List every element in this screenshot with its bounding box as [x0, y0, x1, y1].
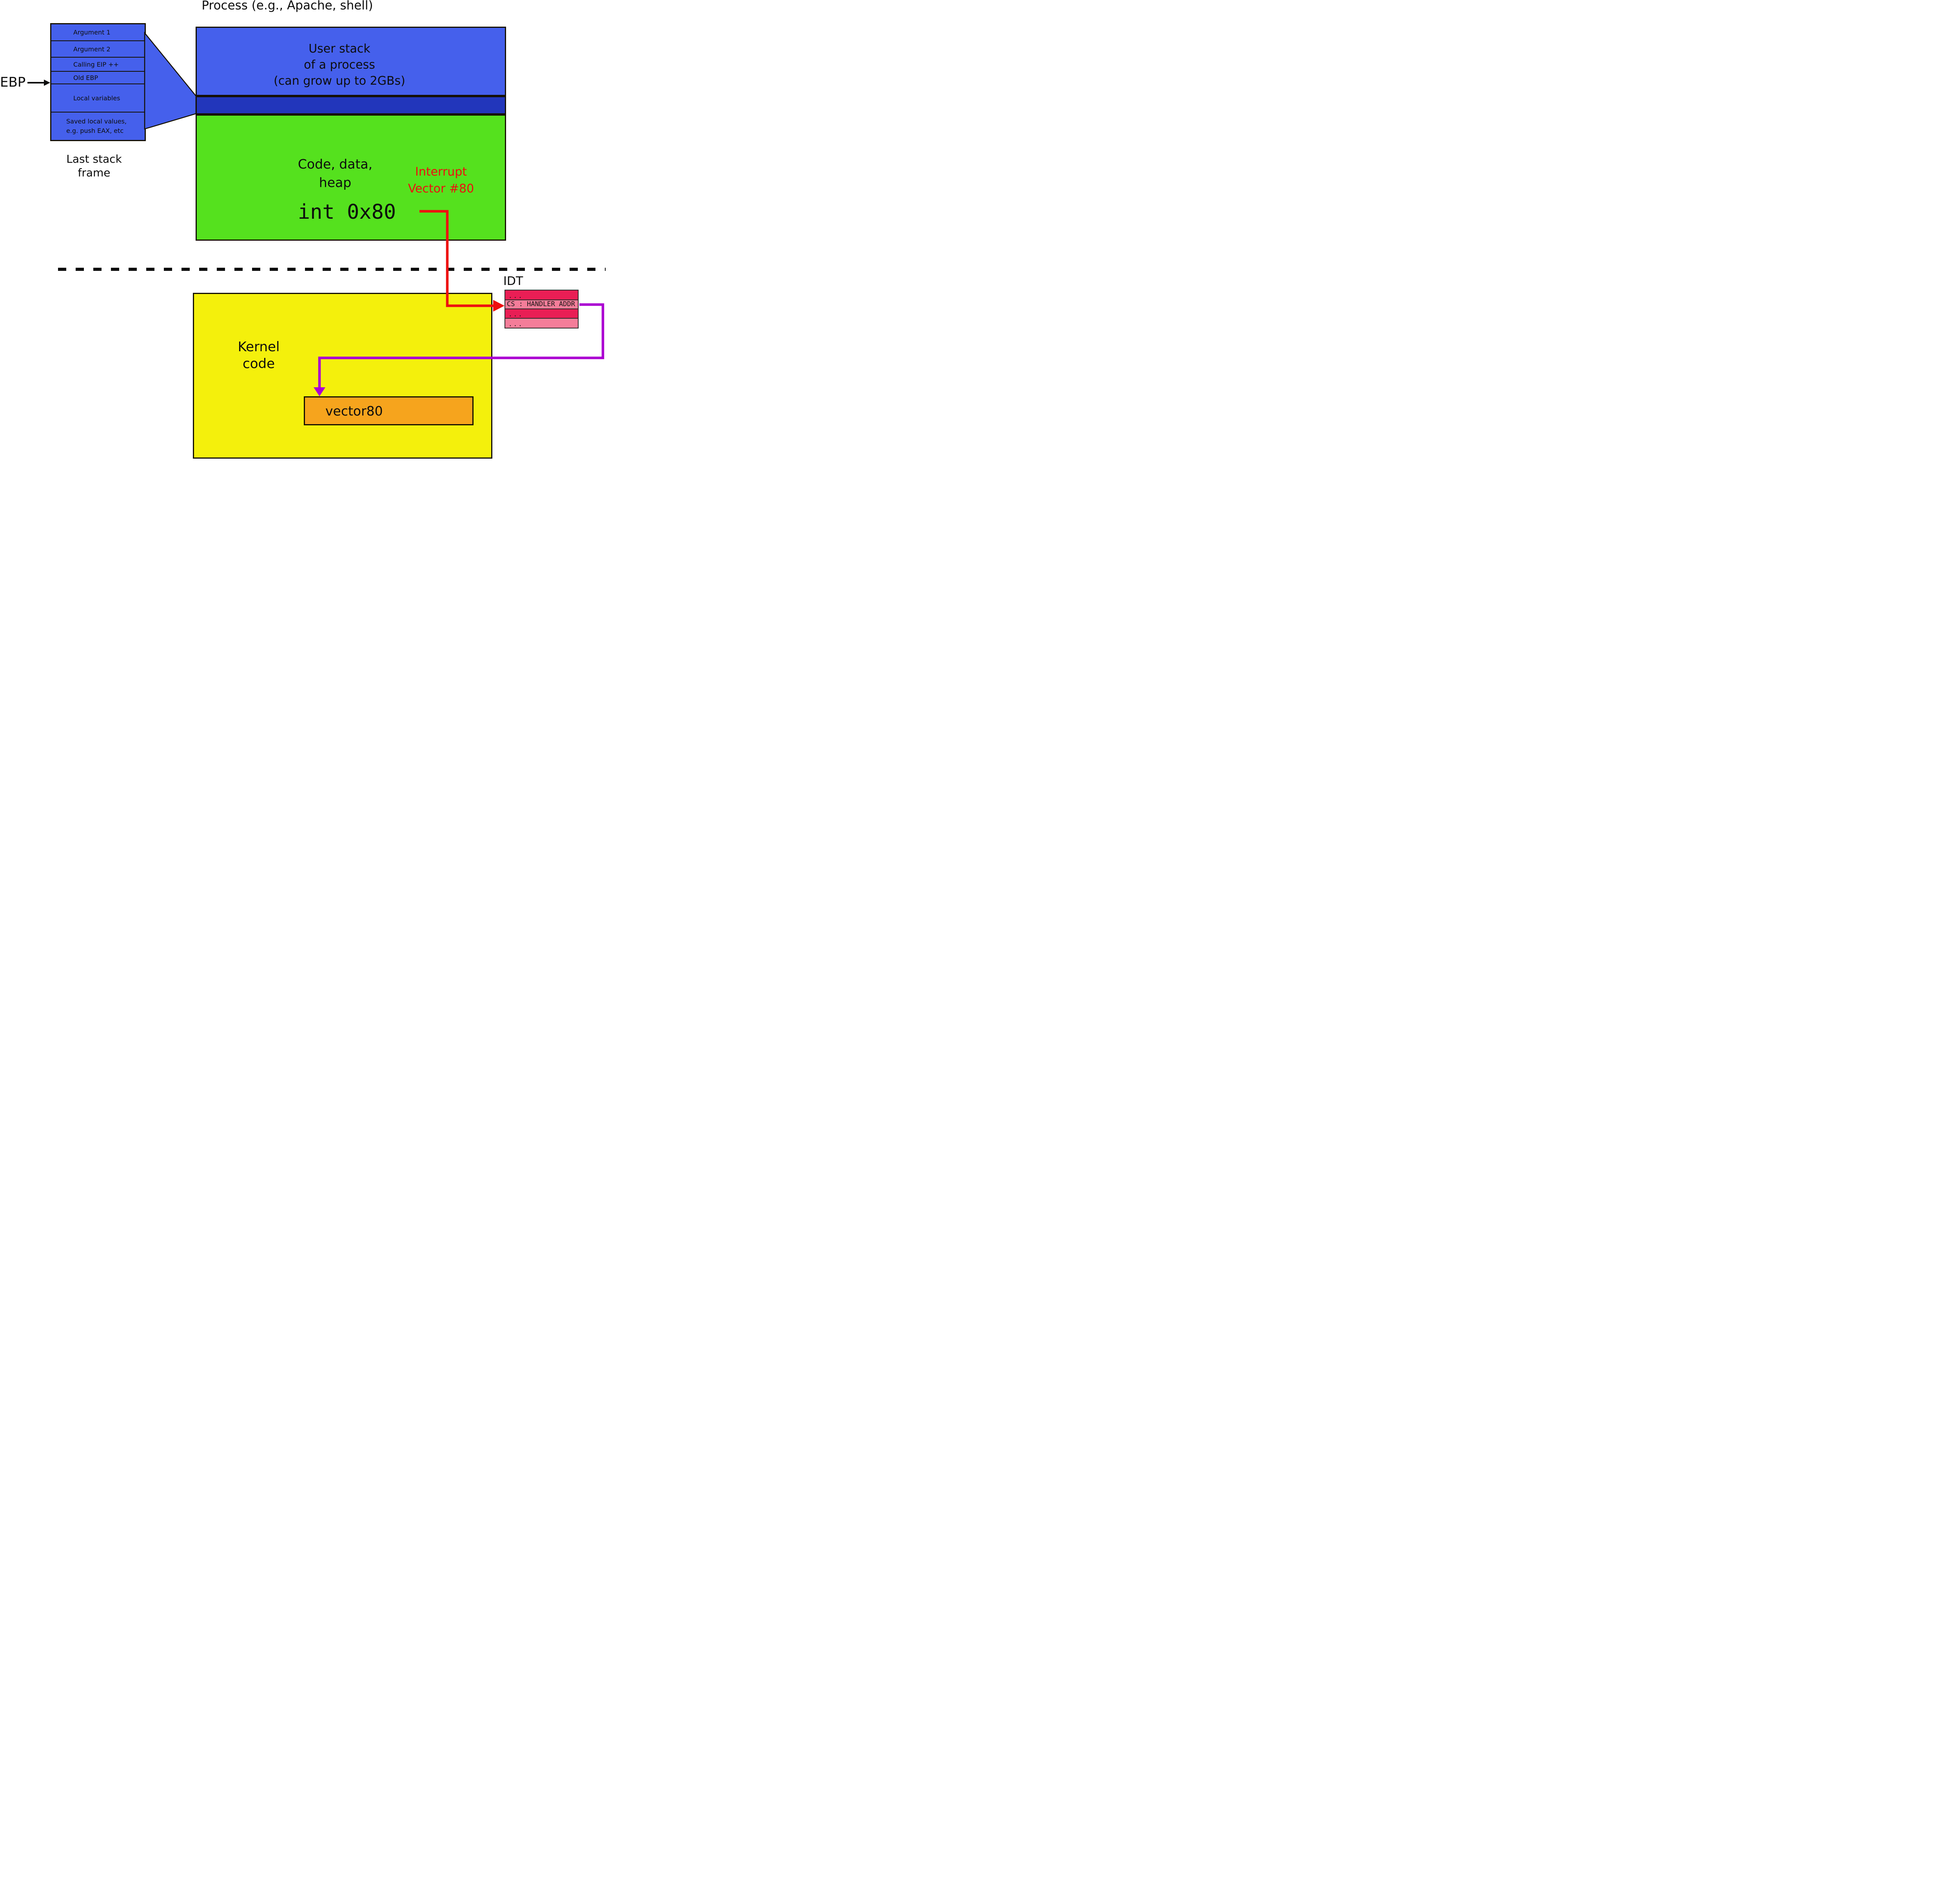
idt-table: ... CS : HANDLER ADDR ... ... — [505, 290, 579, 328]
idt-title: IDT — [503, 274, 523, 288]
interrupt-vector-label: Interrupt Vector #80 — [392, 163, 490, 197]
stack-guard-strip — [196, 96, 506, 114]
stack-row-saved-values: Saved local values, e.g. push EAX, etc — [51, 112, 145, 140]
caption-line1: Last stack — [66, 152, 122, 165]
stack-row-local-variables: Local variables — [51, 83, 145, 112]
saved-values-line2: e.g. push EAX, etc — [66, 127, 124, 134]
last-stack-frame-caption: Last stack frame — [43, 152, 145, 180]
code-data-heap-text: Code, data, heap — [259, 155, 412, 192]
vector80-label: vector80 — [325, 403, 383, 419]
idt-row-cs-handler-addr: CS : HANDLER ADDR — [505, 299, 578, 308]
idt-row-dots-3: ... — [505, 318, 578, 328]
stack-row-old-ebp: Old EBP — [51, 71, 145, 83]
stack-row-calling-eip: Calling EIP ++ — [51, 57, 145, 71]
kernel-code-text: Kernel code — [212, 339, 306, 372]
caption-line2: frame — [78, 166, 111, 179]
kernel-line1: Kernel — [238, 339, 280, 355]
saved-values-line1: Saved local values, — [66, 118, 127, 125]
idt-row-dots-2: ... — [505, 308, 578, 318]
red-arrowhead-icon — [493, 300, 505, 312]
diagram-canvas: Process (e.g., Apache, shell) Argument 1… — [0, 0, 606, 460]
interrupt-line1: Interrupt — [415, 165, 467, 179]
page-title: Process (e.g., Apache, shell) — [201, 0, 373, 13]
user-stack-text: User stack of a process (can grow up to … — [196, 41, 483, 89]
int-0x80-instruction: int 0x80 — [298, 200, 396, 224]
stack-row-argument-1: Argument 1 — [73, 29, 111, 36]
kernel-code-box — [193, 293, 492, 459]
user-stack-line1: User stack — [309, 42, 370, 56]
funnel-shape — [144, 31, 197, 130]
kernel-line2: code — [243, 356, 275, 372]
last-stack-frame-box: Argument 1 Argument 2 Calling EIP ++ Old… — [50, 23, 146, 141]
stack-row-argument-2: Argument 2 — [51, 40, 145, 57]
ebp-register-label: EBP — [0, 74, 26, 90]
interrupt-line2: Vector #80 — [408, 182, 474, 196]
code-line2: heap — [319, 175, 352, 190]
user-stack-line2: of a process — [304, 58, 375, 72]
user-stack-box — [196, 27, 506, 96]
code-line1: Code, data, — [298, 156, 373, 172]
ebp-arrowhead-icon — [44, 80, 50, 86]
idt-row-dots-1: ... — [505, 290, 578, 299]
vector80-handler-box: vector80 — [304, 396, 474, 425]
user-stack-line3: (can grow up to 2GBs) — [274, 74, 405, 88]
